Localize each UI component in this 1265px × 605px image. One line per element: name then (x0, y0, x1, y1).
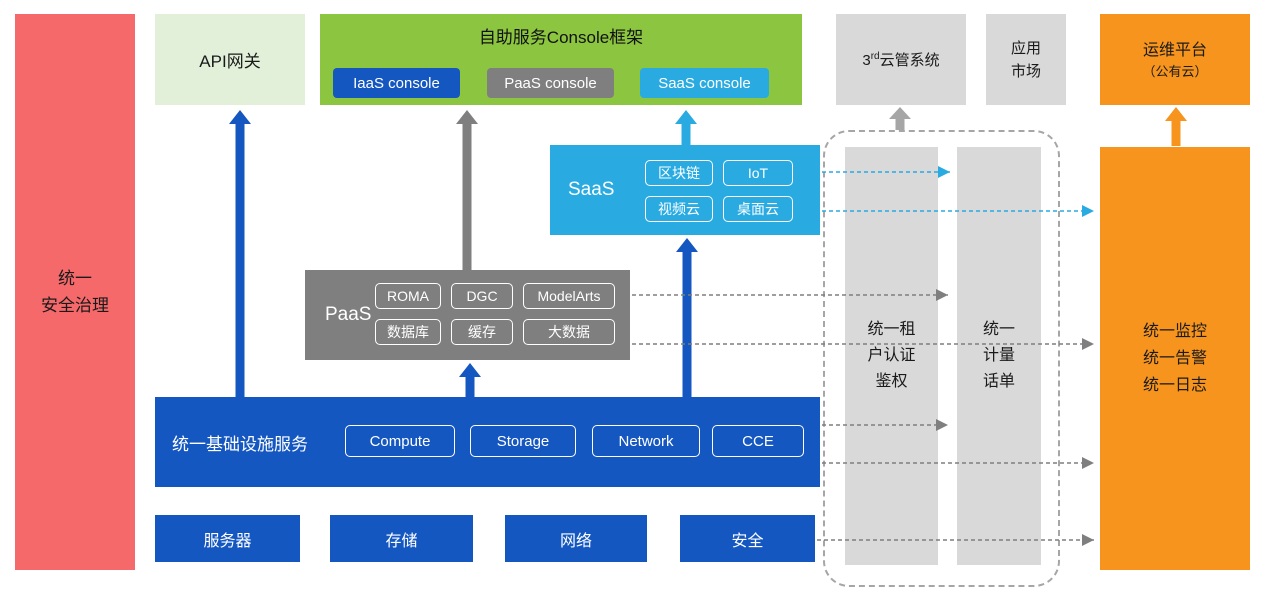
console-framework-box: 自助服务Console框架 IaaS console PaaS console … (320, 14, 802, 105)
infra-chip-network: Network (592, 425, 700, 457)
saas-chip-blockchain: 区块链 (645, 160, 713, 186)
paas-box: PaaS ROMA DGC ModelArts 数据库 缓存 大数据 (305, 270, 630, 360)
monitoring-line2: 统一告警 (1142, 350, 1207, 367)
third-party-rest: 云管系统 (879, 52, 940, 69)
infra-chip-compute: Compute (345, 425, 455, 457)
arrow-infra-to-paas (459, 363, 481, 397)
app-market-line1: 应用 (1010, 39, 1041, 57)
monitoring-line3: 统一日志 (1142, 377, 1207, 394)
saas-chip-video-cloud: 视频云 (645, 196, 713, 222)
metering-line1: 统一 (982, 321, 1015, 338)
infra-chip-storage: Storage (470, 425, 576, 457)
tenant-auth-bar: 统一租 户认证 鉴权 (845, 147, 938, 565)
monitoring-line1: 统一监控 (1142, 323, 1207, 340)
paas-chip-modelarts: ModelArts (523, 283, 615, 309)
arrow-infra-to-api-gateway (229, 110, 251, 397)
metering-bar: 统一 计量 话单 (957, 147, 1041, 565)
om-platform-line1: 运维平台 (1142, 41, 1207, 59)
saas-box: SaaS 区块链 IoT 视频云 桌面云 (550, 145, 820, 235)
infrastructure-box: 统一基础设施服务 Compute Storage Network CCE (155, 397, 820, 487)
third-party-prefix: 3 (862, 52, 871, 69)
paas-chip-cache: 缓存 (451, 319, 513, 345)
om-platform-box: 运维平台 （公有云） (1100, 14, 1250, 105)
om-platform-line2: （公有云） (1142, 63, 1208, 79)
paas-label: PaaS (325, 304, 372, 325)
paas-console-button: PaaS console (487, 68, 614, 98)
tenant-auth-line3: 鉴权 (875, 373, 908, 390)
monitoring-box: 统一监控 统一告警 统一日志 (1100, 147, 1250, 570)
paas-chip-roma: ROMA (375, 283, 441, 309)
saas-console-button: SaaS console (640, 68, 769, 98)
iaas-console-button: IaaS console (333, 68, 460, 98)
arrow-monitor-to-om-platform (1165, 107, 1187, 146)
tenant-auth-line2: 户认证 (867, 347, 916, 364)
api-gateway-box: API网关 (155, 14, 305, 105)
security-governance-line1: 统一 (58, 269, 92, 288)
shared-services-dashed-group (823, 130, 1060, 587)
hardware-box-storage: 存储 (330, 515, 473, 562)
infrastructure-label: 统一基础设施服务 (172, 434, 308, 454)
saas-label: SaaS (568, 179, 615, 200)
security-governance-rail: 统一 安全治理 (15, 14, 135, 570)
arrow-saas-to-console (675, 110, 697, 145)
paas-chip-database: 数据库 (375, 319, 441, 345)
hardware-box-security: 安全 (680, 515, 815, 562)
third-party-cloud-mgmt-box: 3rd云管系统 (836, 14, 966, 105)
hardware-box-network: 网络 (505, 515, 647, 562)
arrow-paas-to-console (456, 110, 478, 270)
paas-chip-dgc: DGC (451, 283, 513, 309)
metering-line3: 话单 (982, 373, 1015, 390)
metering-line2: 计量 (982, 347, 1015, 364)
third-party-superscript: rd (870, 51, 880, 62)
hardware-box-server: 服务器 (155, 515, 300, 562)
app-market-box: 应用 市场 (986, 14, 1066, 105)
infra-chip-cce: CCE (712, 425, 804, 457)
arrow-shared-to-third-party (889, 107, 911, 130)
saas-chip-iot: IoT (723, 160, 793, 186)
arrow-infra-to-saas (676, 238, 698, 397)
saas-chip-desktop-cloud: 桌面云 (723, 196, 793, 222)
console-framework-title: 自助服务Console框架 (478, 28, 644, 47)
paas-chip-bigdata: 大数据 (523, 319, 615, 345)
third-party-text: 3rd云管系统 (862, 49, 939, 70)
tenant-auth-line1: 统一租 (867, 321, 916, 338)
security-governance-line2: 安全治理 (41, 296, 109, 315)
api-gateway-label: API网关 (199, 52, 261, 71)
app-market-line2: 市场 (1010, 62, 1041, 80)
